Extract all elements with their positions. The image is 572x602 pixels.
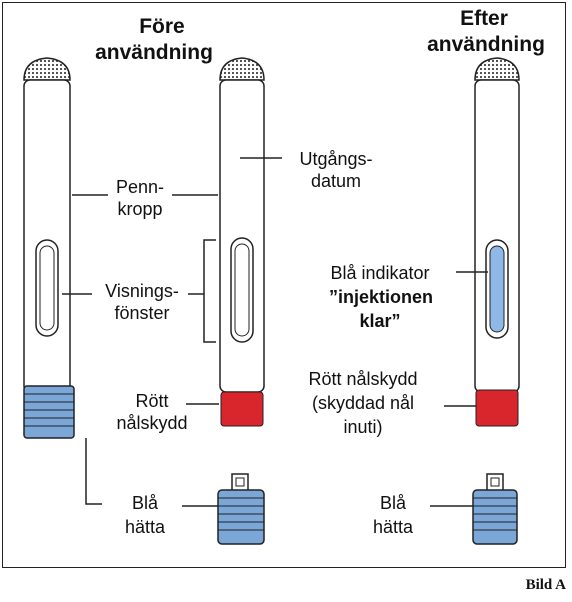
label-expiry-line1: Utgångs- (299, 149, 373, 169)
label-blue-cap-line1: Blå (131, 493, 158, 513)
label-blue-indicator-line2: ”injektionen (328, 287, 433, 307)
label-window-line1: Visnings- (105, 281, 179, 301)
blue-cap-after (472, 473, 518, 545)
blue-indicator (489, 245, 505, 333)
label-red-shield-line1: Rött (135, 391, 169, 411)
pen-after (474, 57, 520, 427)
pen-top-grip (219, 57, 265, 81)
figure-caption: Bild A (525, 577, 566, 593)
leader-lines (62, 157, 488, 507)
pen-body (474, 79, 520, 393)
red-needle-shield (475, 389, 519, 427)
label-pen-body-line2: kropp (117, 199, 163, 219)
label-pen-body-line1: Penn- (115, 177, 165, 197)
heading-after-line2: användning (427, 33, 545, 56)
label-blue-indicator-line1: Blå indikator (330, 263, 430, 283)
label-blue-cap-after-line2: hätta (372, 517, 414, 537)
pen-top-grip (23, 57, 71, 81)
figure-frame (2, 2, 566, 568)
pen-top-grip (474, 57, 520, 81)
pen-before-with-cap (23, 57, 75, 439)
display-window-inner (234, 243, 250, 337)
label-red-shield-after-line3: inuti) (343, 417, 383, 437)
label-window-line2: fönster (114, 303, 170, 323)
pen-body (23, 79, 71, 393)
heading-before-line2: användning (95, 41, 213, 64)
blue-cap-attached (23, 385, 75, 439)
heading-before-line1: Före (139, 15, 185, 38)
label-expiry-line2: datum (310, 171, 362, 191)
blue-cap-before (217, 473, 265, 545)
heading-after-line1: Efter (460, 7, 508, 30)
label-blue-cap-after-line1: Blå (379, 493, 406, 513)
label-blue-indicator-line3: klar” (359, 311, 401, 331)
pen-before-cap-removed (219, 57, 265, 427)
label-red-shield-after-line2: (skyddad nål (311, 393, 415, 413)
label-red-shield-after-line1: Rött nålskydd (308, 369, 418, 389)
window-bracket (188, 239, 216, 343)
red-needle-shield (220, 391, 264, 427)
blue-cap-leader (85, 438, 102, 505)
pen-body (219, 79, 265, 393)
display-window-inner (39, 245, 55, 331)
label-red-shield-line2: nålskydd (116, 413, 188, 433)
label-blue-cap-line2: hätta (124, 517, 166, 537)
